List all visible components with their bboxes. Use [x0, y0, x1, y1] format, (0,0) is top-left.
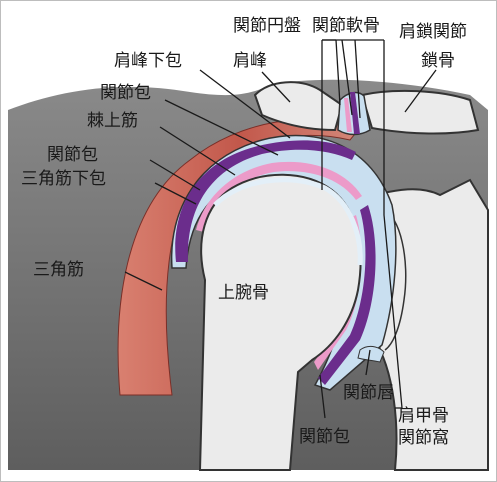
leader-lines	[124, 39, 437, 419]
label-humerus: 上腕骨	[218, 283, 269, 303]
label-joint-capsule-lower: 関節包	[299, 427, 350, 447]
subacromial-bursa-band	[175, 140, 356, 262]
label-glenoid-line1: 肩甲骨	[398, 406, 449, 426]
label-ac-joint: 肩鎖関節	[399, 22, 467, 42]
label-subacromial-bursa: 肩峰下包	[114, 51, 182, 71]
synovial-pink-band	[196, 161, 362, 232]
label-deltoid: 三角筋	[33, 260, 84, 280]
label-clavicle: 鎖骨	[421, 51, 455, 71]
clavicle-bone	[360, 89, 480, 135]
humeral-cartilage	[213, 177, 363, 266]
ac-joint-cartilage	[344, 98, 352, 132]
label-joint-capsule-upper: 関節包	[100, 83, 151, 103]
label-labrum: 関節唇	[343, 383, 394, 403]
label-subdeltoid-bursa: 三角筋下包	[21, 169, 106, 189]
ac-joint-disc	[350, 92, 360, 134]
label-articular-cartilage: 関節軟骨	[312, 16, 380, 36]
synovium-lower-band	[318, 205, 376, 385]
labrum	[357, 345, 385, 363]
label-supraspinatus: 棘上筋	[87, 111, 138, 131]
label-glenoid-line2: 関節窩	[398, 428, 449, 448]
label-joint-capsule-mid: 関節包	[47, 145, 98, 165]
label-articular-disc: 関節円盤	[233, 16, 301, 36]
label-acromion: 肩峰	[233, 51, 267, 71]
